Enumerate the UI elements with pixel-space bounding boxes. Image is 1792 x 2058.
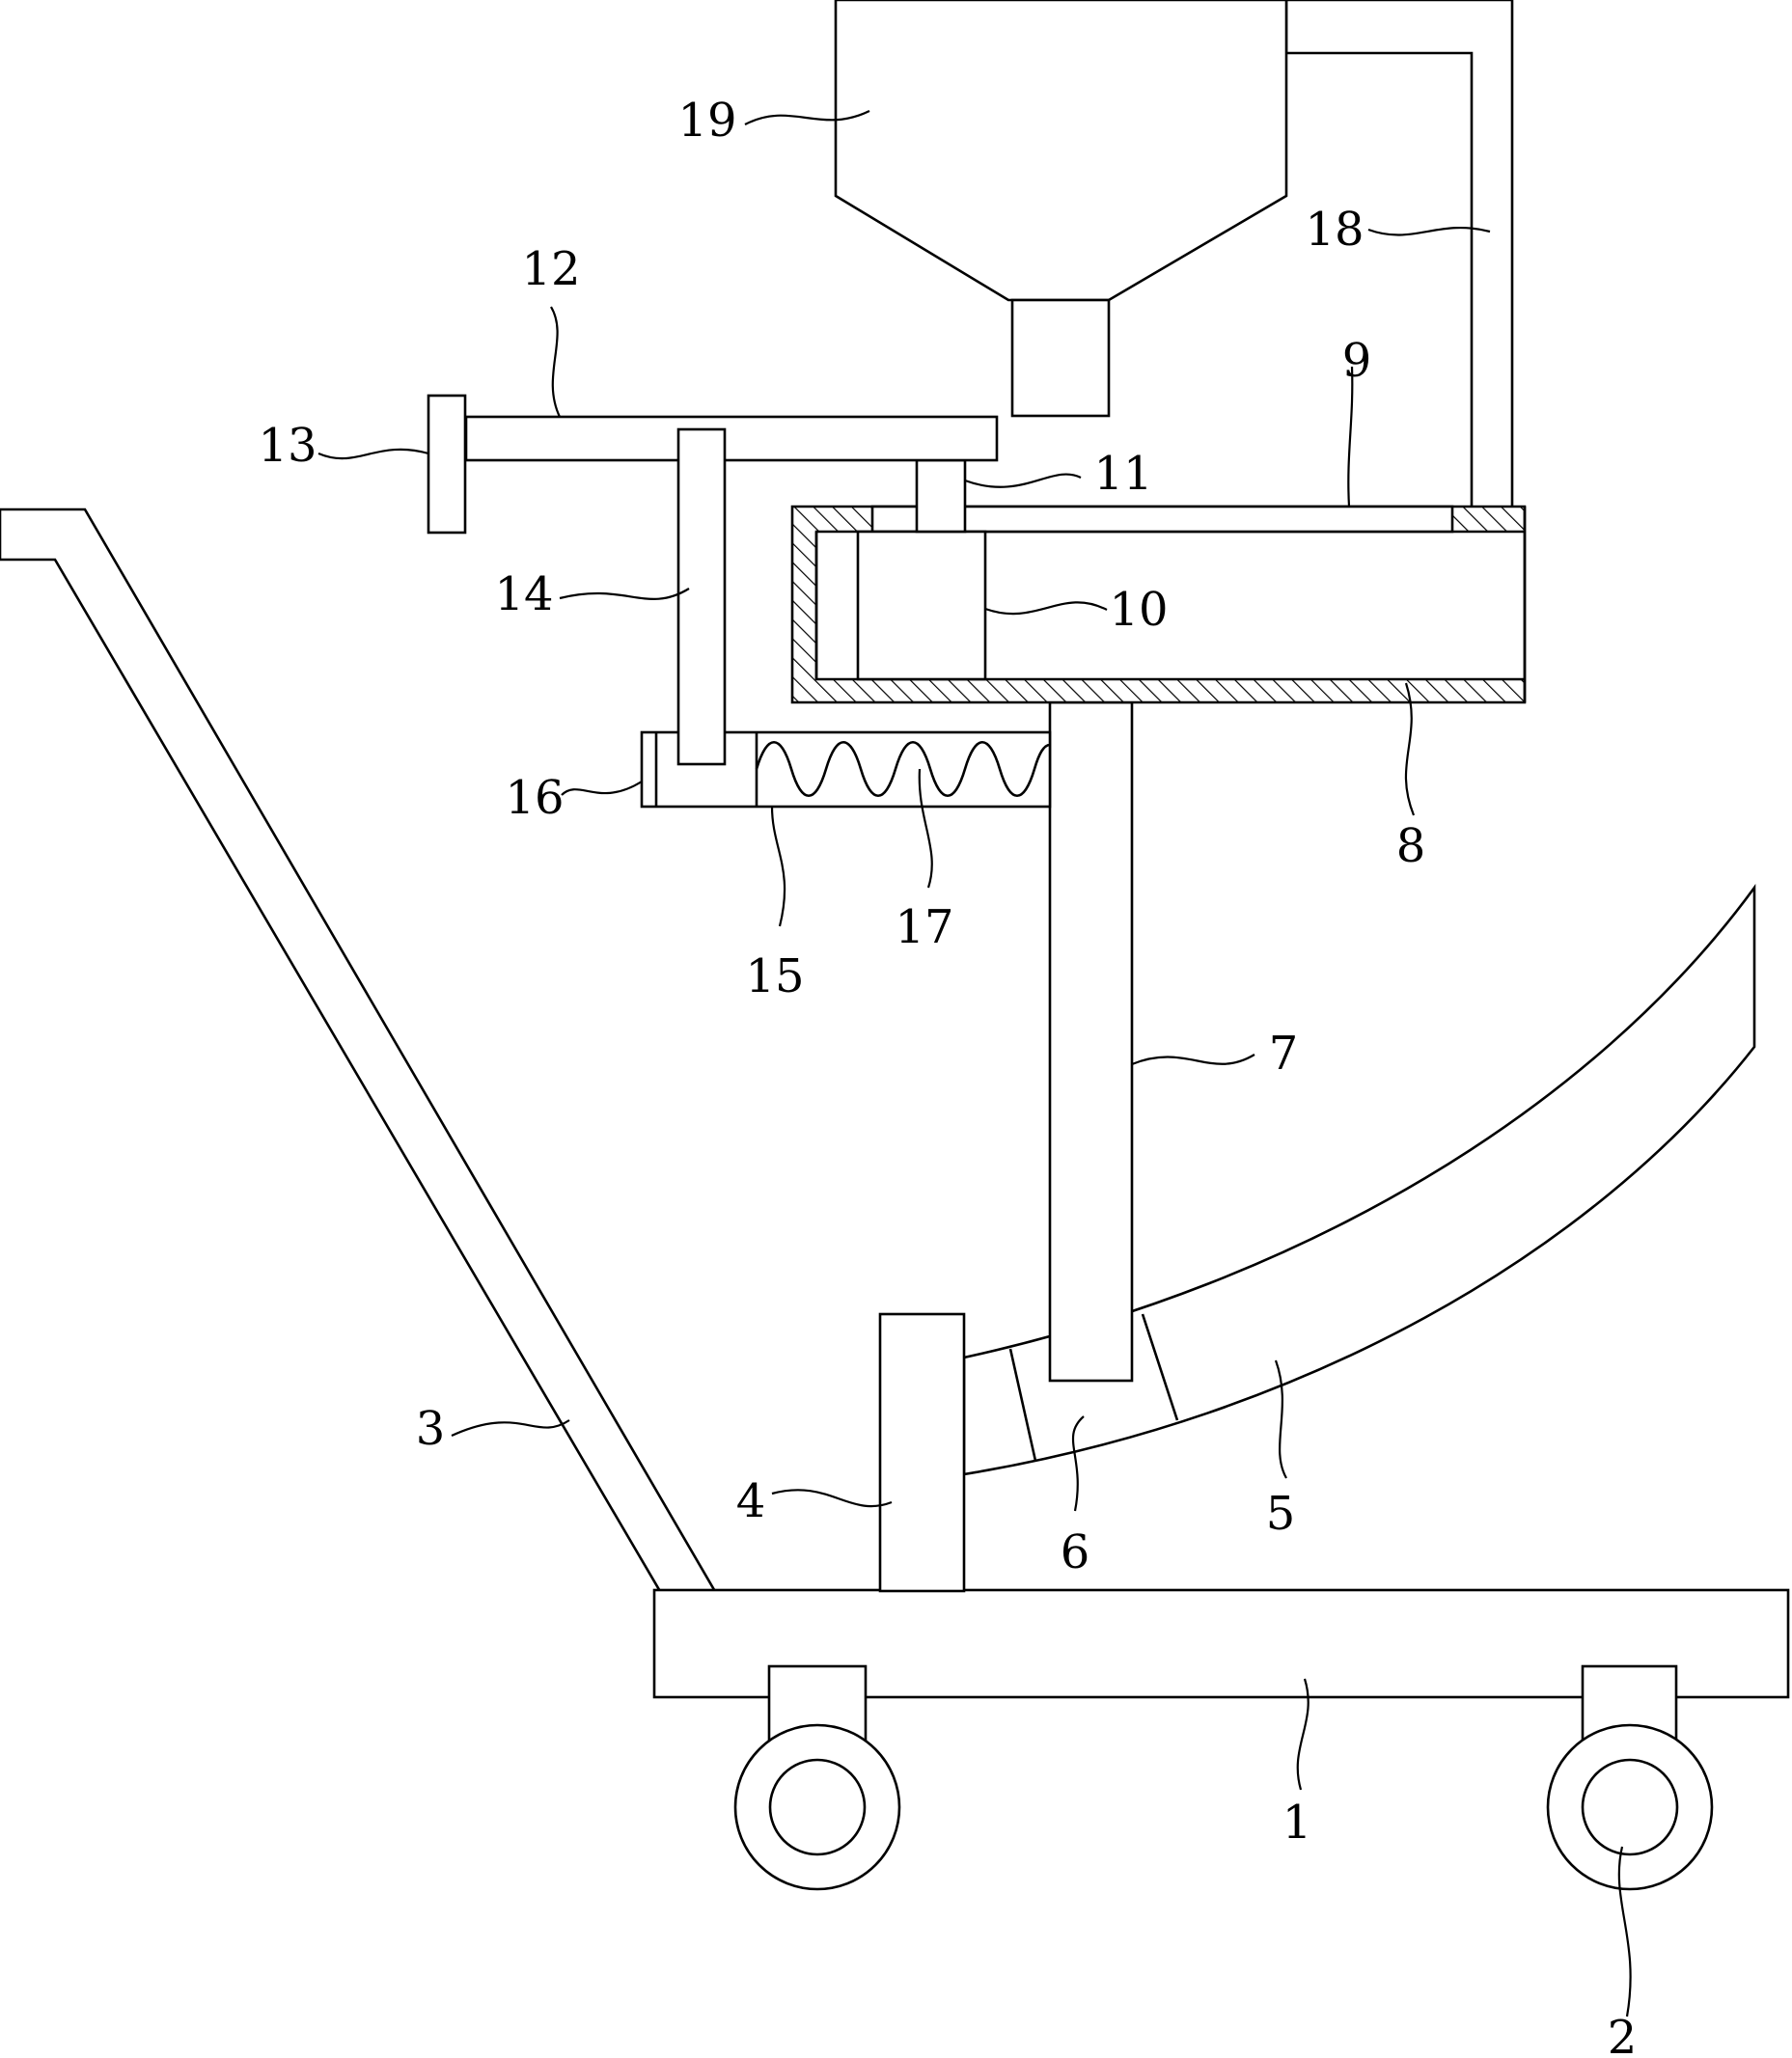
housing-top-wall-cover <box>870 505 1454 534</box>
label-11: 11 <box>1093 447 1152 501</box>
label-19: 19 <box>677 94 736 148</box>
vertical-rod <box>676 427 727 766</box>
label-4: 4 <box>736 1474 766 1528</box>
label-17: 17 <box>895 900 953 954</box>
label-3: 3 <box>416 1402 446 1456</box>
connecting-rod <box>915 458 967 534</box>
upright-post <box>878 1312 966 1593</box>
label-7: 7 <box>1269 1027 1299 1081</box>
label-8: 8 <box>1396 819 1426 873</box>
label-13: 13 <box>258 419 317 473</box>
label-2: 2 <box>1608 2011 1638 2058</box>
hopper <box>834 0 1288 302</box>
curved-arm <box>962 884 1756 1476</box>
end-plate <box>427 394 467 535</box>
label-6: 6 <box>1061 1525 1090 1579</box>
label-12: 12 <box>521 242 580 296</box>
label-5: 5 <box>1266 1487 1296 1541</box>
label-18: 18 <box>1305 203 1364 257</box>
leader-lines <box>317 110 1632 2017</box>
label-16: 16 <box>505 771 564 825</box>
arm-joint-line-right <box>1141 1313 1179 1421</box>
hopper-outlet <box>1010 298 1111 418</box>
spring <box>755 741 1051 797</box>
horizontal-bar <box>464 415 999 462</box>
vertical-column <box>1048 700 1134 1383</box>
push-handle <box>0 508 729 1639</box>
slider-block <box>856 530 987 681</box>
label-10: 10 <box>1109 583 1168 637</box>
left-wheel <box>733 1664 901 1891</box>
label-1: 1 <box>1282 1796 1312 1850</box>
label-15: 15 <box>745 949 804 1003</box>
label-14: 14 <box>494 567 553 621</box>
label-9: 9 <box>1342 334 1372 388</box>
right-wheel <box>1546 1664 1714 1891</box>
arm-joint-line-left <box>1008 1348 1037 1462</box>
